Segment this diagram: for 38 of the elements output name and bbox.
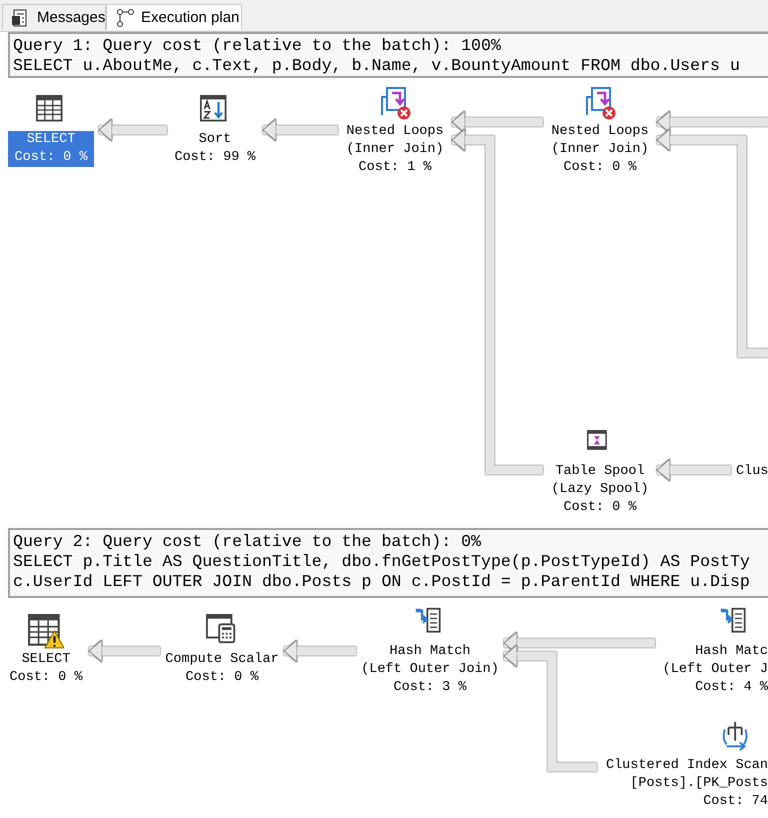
- cost-text: Cost: 4 %: [695, 679, 768, 697]
- data-flow-arrow: [284, 640, 356, 662]
- sql-text: c.UserId LEFT OUTER JOIN dbo.Posts p ON c.PostId = p.ParentId WHERE u.Disp: [13, 572, 750, 592]
- operator-name: Compute Scalar: [165, 651, 279, 669]
- query-cost-text: Query 2: Query cost (relative to the batch): 0%: [13, 532, 482, 552]
- tab: Messages: [2, 4, 106, 30]
- data-flow-arrow: [452, 128, 543, 474]
- cost-text: Cost: 0 %: [10, 669, 82, 687]
- cost-text: Cost: 0 %: [186, 669, 258, 687]
- operator-name: Sort: [198, 131, 232, 149]
- data-flow-arrow: [452, 110, 543, 134]
- cost-text: Cost: 0 %: [564, 499, 636, 517]
- operator-name: Nested Loops (Inner Join): [346, 123, 444, 159]
- active-tab: Execution plan: [106, 4, 242, 30]
- operator-name: Hash Match (Left Outer Join): [361, 643, 499, 679]
- cost-text: Cost: 3 %: [394, 679, 466, 697]
- cost-text: Cost: 99 %: [174, 149, 256, 167]
- operator-name: Nested Loops (Inner Join): [551, 123, 649, 159]
- query-cost-text: Query 1: Query cost (relative to the batch): 100%: [13, 36, 501, 56]
- selected-operator-name: SELECT: [8, 131, 94, 149]
- operator-name: Hash Matc (Left Outer J: [662, 643, 768, 679]
- cost-text: Cost: 0 %: [564, 159, 636, 177]
- data-flow-arrow: [262, 118, 338, 142]
- operator-name: Clus: [736, 463, 768, 481]
- data-flow-arrow: [656, 128, 768, 358]
- data-flow-arrow: [88, 640, 160, 662]
- sql-text: SELECT u.AboutMe, c.Text, p.Body, b.Name, v.BountyAmount FROM dbo.Users u: [13, 56, 740, 76]
- cost-text: Cost: 1 %: [358, 159, 432, 177]
- data-flow-arrow: [656, 458, 731, 482]
- data-flow-arrow: [656, 110, 768, 134]
- operator-name: SELECT: [22, 651, 70, 669]
- data-flow-arrow: [504, 644, 597, 772]
- selected-cost-text: Cost: 0 %: [8, 149, 94, 167]
- data-flow-arrow: [98, 118, 167, 142]
- sql-text: SELECT p.Title AS QuestionTitle, dbo.fnGetPostType(p.PostTypeId) AS PostTy: [13, 552, 750, 572]
- operator-name: Table Spool (Lazy Spool): [551, 463, 649, 499]
- operator-name: Clustered Index Scan [Posts].[PK_Posts: [606, 757, 768, 793]
- cost-text: Cost: 74: [703, 793, 768, 811]
